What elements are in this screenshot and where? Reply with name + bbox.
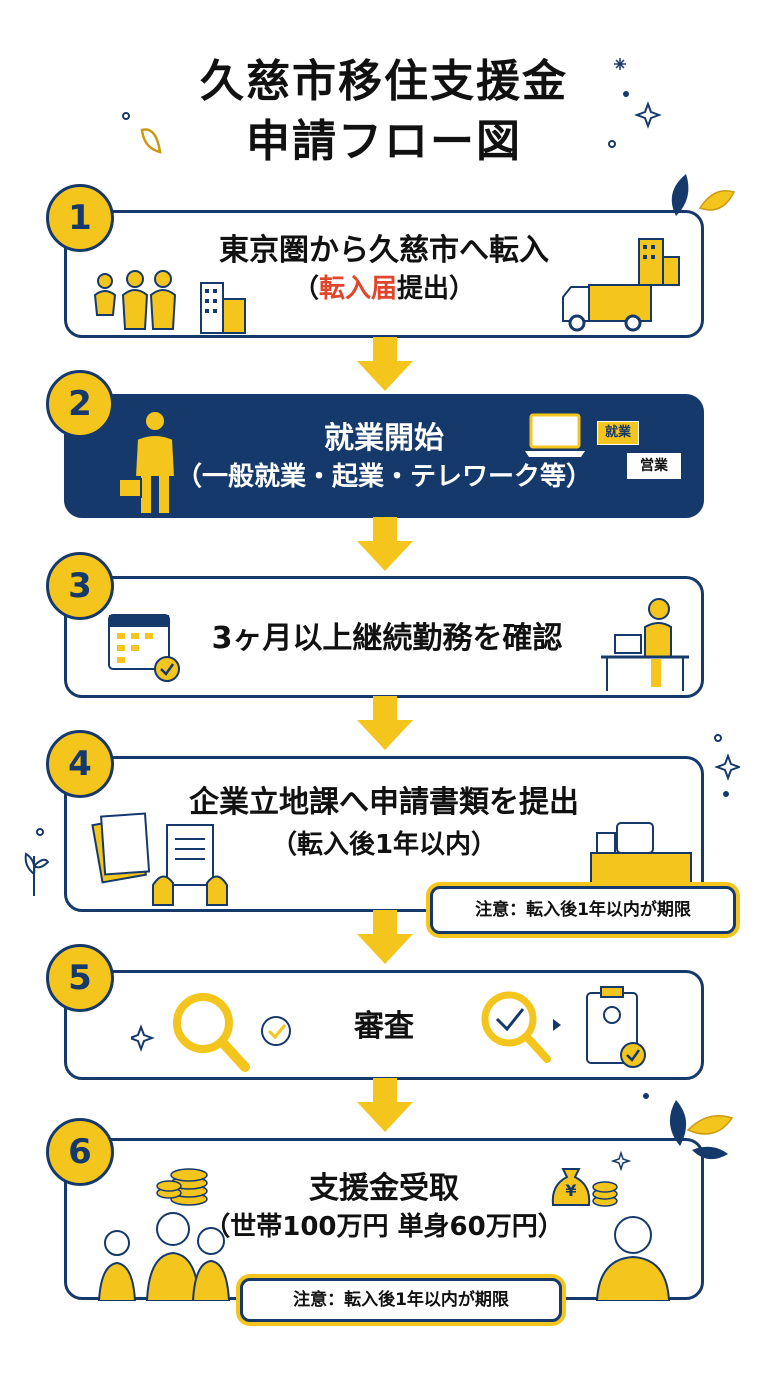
step-3-title: 3ヶ月以上継続勤務を確認 [211, 621, 563, 656]
flow-arrow-3-icon [357, 696, 413, 750]
coins-stack-icon [156, 1168, 208, 1206]
plant-decoration-icon [24, 828, 50, 896]
step-4-deadline-note: 注意：転入後1年以内が期限 [430, 886, 736, 934]
step-2-subtitle: （一般就業・起業・テレワーク等） [175, 462, 592, 492]
step-4-badge: 4 [46, 730, 114, 798]
step-3-badge: 3 [46, 552, 114, 620]
office-worker-icon [601, 598, 689, 691]
leaves-decoration-icon [671, 174, 736, 216]
reception-desk-icon [590, 822, 692, 888]
eigyo-sign: 営業 [627, 453, 681, 479]
step-6-badge: 6 [46, 1118, 114, 1186]
family-icon [93, 270, 177, 330]
leaves-decoration-2-icon [643, 1093, 734, 1160]
step-1-sub-rest: 提出） [397, 274, 476, 304]
step-1-paren: （ [292, 274, 319, 304]
sparkle-decoration-2-icon [714, 734, 740, 797]
step-6-title: 支援金受取 [309, 1171, 459, 1206]
step-1-highlight: 転入届 [318, 274, 397, 304]
title-line-1: 久慈市移住支援金 [200, 56, 568, 107]
step-4-title: 企業立地課へ申請書類を提出 [189, 785, 579, 820]
buildings-icon [200, 282, 246, 334]
leaf-decoration-icon [122, 112, 162, 154]
page-title: 久慈市移住支援金 申請フロー図 [0, 52, 768, 172]
money-bag-icon [551, 1150, 632, 1207]
shugyo-sign: 就業 [597, 421, 639, 445]
step-6-card: 支援金受取 （世帯100万円 単身60万円） ¥ [64, 1138, 704, 1301]
sparkle-decoration-icon [608, 58, 662, 148]
yen-symbol: ¥ [565, 1181, 577, 1200]
step-5-title: 審査 [354, 1009, 414, 1044]
step-1-badge: 1 [46, 184, 114, 252]
moving-truck-icon [562, 238, 680, 332]
step-2-badge: 2 [46, 370, 114, 438]
step-3-card: 3ヶ月以上継続勤務を確認 [64, 576, 704, 698]
title-line-2: 申請フロー図 [246, 116, 522, 167]
documents-icon [91, 812, 228, 906]
step-6-subtitle: （世帯100万円 単身60万円） [204, 1212, 564, 1242]
step-5-card: 審査 [64, 970, 704, 1080]
happy-family-icon [97, 1212, 231, 1301]
magnifier-icon [131, 993, 291, 1072]
step-6-deadline-note: 注意：転入後1年以内が期限 [240, 1278, 562, 1322]
step-1-title: 東京圏から久慈市へ転入 [219, 233, 549, 268]
calendar-check-icon [108, 614, 180, 682]
businessman-icon [119, 410, 177, 513]
single-person-icon [595, 1216, 671, 1301]
step-1-subtitle: （転入届提出） [67, 271, 701, 307]
step-4-subtitle: （転入後1年以内） [270, 830, 498, 860]
laptop-icon [525, 413, 585, 457]
step-1-card: 東京圏から久慈市へ転入 （転入届提出） [64, 210, 704, 338]
review-check-icon [481, 986, 646, 1068]
flow-arrow-2-icon [357, 517, 413, 571]
step-2-card: 就業開始 （一般就業・起業・テレワーク等） 就業 営業 [64, 394, 704, 518]
step-5-badge: 5 [46, 944, 114, 1012]
step-2-title: 就業開始 [324, 421, 444, 456]
flow-arrow-1-icon [357, 337, 413, 391]
flow-arrow-5-icon [357, 1078, 413, 1132]
flow-arrow-4-icon [357, 910, 413, 964]
